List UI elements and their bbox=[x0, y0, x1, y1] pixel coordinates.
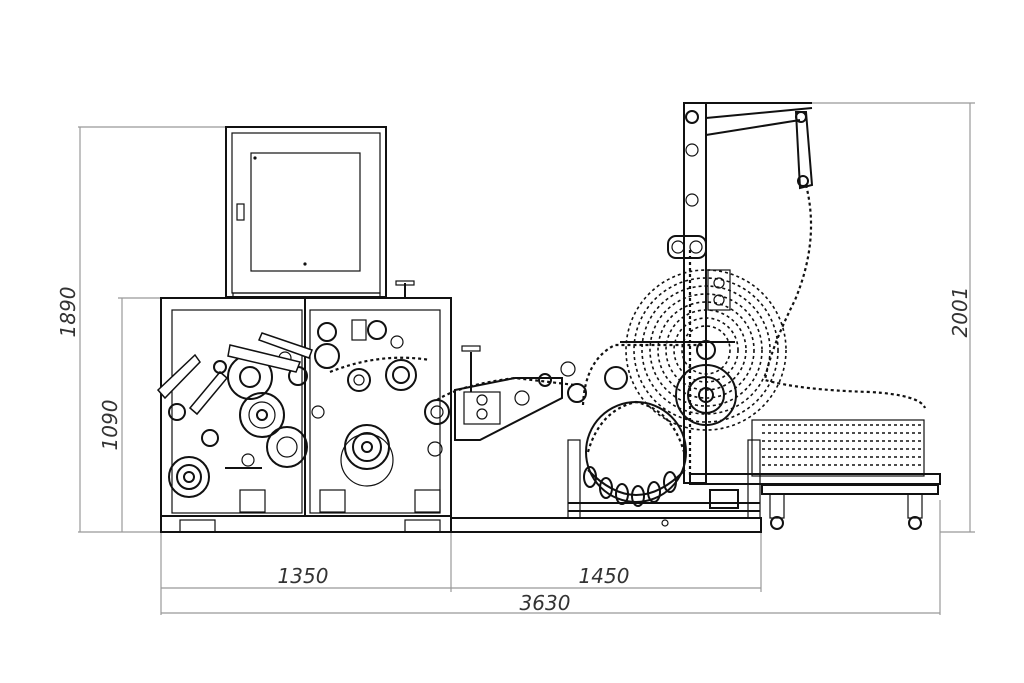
right-section bbox=[620, 102, 941, 530]
dim-height-left-frame: 1090 bbox=[98, 400, 122, 451]
control-cabinet bbox=[225, 126, 387, 299]
dim-width-total: 3630 bbox=[520, 591, 571, 615]
main-frame bbox=[156, 280, 452, 533]
center-section bbox=[450, 345, 762, 533]
dim-width-section-2: 1450 bbox=[579, 564, 630, 588]
dim-height-left-total: 1890 bbox=[56, 287, 80, 338]
dimension-lines bbox=[78, 102, 975, 615]
dim-width-section-1: 1350 bbox=[278, 564, 329, 588]
web-paths bbox=[329, 184, 927, 507]
dim-height-right-total: 2001 bbox=[948, 287, 972, 338]
